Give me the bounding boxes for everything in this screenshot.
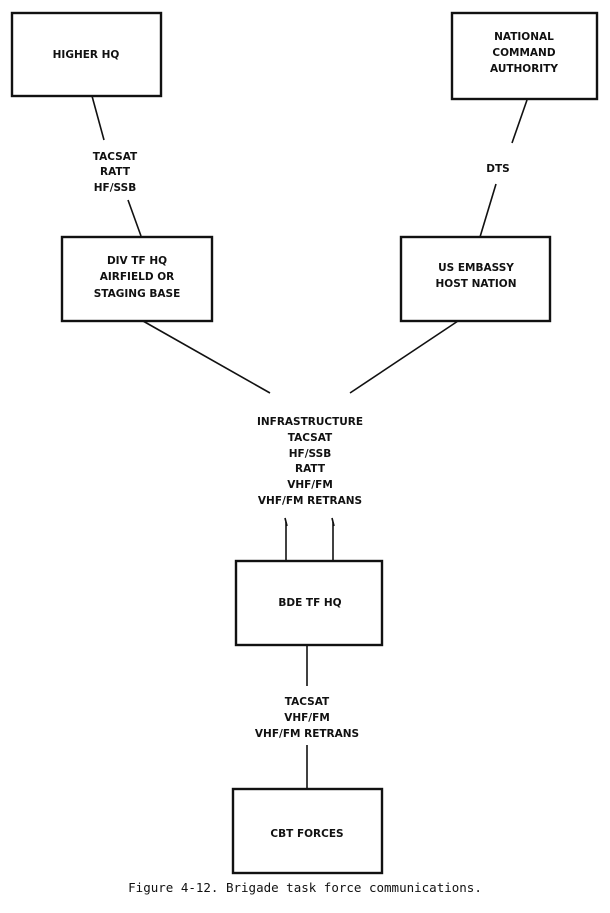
- figure-caption: Figure 4-12. Brigade task force communic…: [128, 880, 482, 895]
- link-label-line: TACSAT: [285, 696, 330, 708]
- link-label-line: HF/SSB: [289, 448, 331, 460]
- edge-higher-hq-top: [91, 95, 105, 141]
- nca-label-line-3: AUTHORITY: [490, 63, 558, 75]
- bde-tf-hq-label: BDE TF HQ: [278, 597, 341, 609]
- higher-hq-box: HIGHER HQ: [10, 11, 163, 98]
- link-label-line: TACSAT: [93, 151, 138, 163]
- higher-hq-label: HIGHER HQ: [53, 49, 120, 61]
- edge-tick-left: [284, 517, 288, 527]
- link-label-line: DTS: [486, 163, 509, 175]
- edge-higher-hq-bottom: [127, 199, 142, 237]
- div-tf-hq-label-line-1: DIV TF HQ: [107, 255, 167, 267]
- link-label-line: RATT: [295, 463, 326, 475]
- nca-to-embassy-link-label: DTS: [486, 163, 509, 175]
- link-label-line: VHF/FM RETRANS: [258, 495, 362, 507]
- infrastructure-link-label: INFRASTRUCTURE TACSAT HF/SSB RATT VHF/FM…: [257, 416, 363, 507]
- us-embassy-label-line-1: US EMBASSY: [438, 262, 514, 274]
- bde-to-cbt-link-label: TACSAT VHF/FM VHF/FM RETRANS: [255, 696, 359, 740]
- link-label-line: VHF/FM: [284, 712, 330, 724]
- link-label-line: RATT: [100, 166, 131, 178]
- us-embassy-box: US EMBASSY HOST NATION: [399, 235, 552, 323]
- edge-tick-right: [331, 517, 335, 527]
- link-label-line: TACSAT: [288, 432, 333, 444]
- div-tf-hq-box: DIV TF HQ AIRFIELD OR STAGING BASE: [60, 235, 214, 323]
- edge-nca-bottom: [479, 183, 497, 238]
- nca-label-line-1: NATIONAL: [494, 31, 554, 43]
- us-embassy-label-line-2: HOST NATION: [436, 278, 517, 290]
- edge-nca-top: [511, 99, 528, 144]
- edge-embassy-to-infrastructure: [349, 320, 459, 394]
- bde-tf-hq-box: BDE TF HQ: [234, 559, 384, 647]
- cbt-forces-box: CBT FORCES: [231, 787, 384, 875]
- cbt-forces-label: CBT FORCES: [270, 828, 343, 840]
- div-tf-hq-label-line-3: STAGING BASE: [94, 288, 181, 300]
- link-label-line: HF/SSB: [94, 182, 136, 194]
- edge-div-to-infrastructure: [142, 320, 271, 394]
- higher-to-div-link-label: TACSAT RATT HF/SSB: [93, 151, 138, 194]
- nca-label-line-2: COMMAND: [492, 47, 555, 59]
- link-label-line: INFRASTRUCTURE: [257, 416, 363, 428]
- national-command-authority-box: NATIONAL COMMAND AUTHORITY: [450, 11, 599, 101]
- link-label-line: VHF/FM: [287, 479, 333, 491]
- link-label-line: VHF/FM RETRANS: [255, 728, 359, 740]
- div-tf-hq-label-line-2: AIRFIELD OR: [100, 271, 174, 283]
